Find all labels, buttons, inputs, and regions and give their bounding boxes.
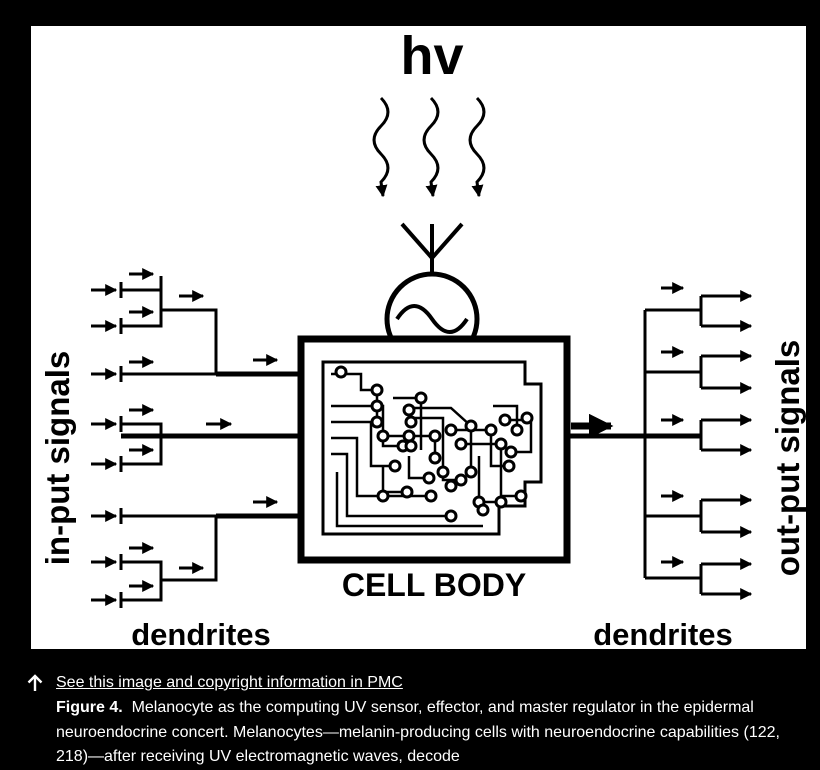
input-dendrites bbox=[119, 276, 301, 608]
figure-image[interactable]: hv bbox=[31, 26, 806, 649]
caption-body: Melanocyte as the computing UV sensor, e… bbox=[56, 699, 780, 765]
figure-caption-area: See this image and copyright information… bbox=[24, 672, 804, 770]
output-arrows bbox=[661, 282, 685, 568]
up-arrow-icon bbox=[27, 674, 43, 691]
right-dendrites-label: dendrites bbox=[593, 617, 733, 649]
cell-body-label: CELL BODY bbox=[342, 567, 526, 603]
photon-label: hv bbox=[400, 26, 463, 86]
pmc-image-link[interactable]: See this image and copyright information… bbox=[56, 674, 403, 691]
input-arrows bbox=[91, 268, 279, 606]
uv-waves bbox=[372, 96, 486, 198]
left-dendrites-label: dendrites bbox=[131, 617, 271, 649]
cell-body-box bbox=[297, 335, 571, 564]
output-dendrites bbox=[643, 290, 753, 600]
output-signals-label: out-put signals bbox=[769, 340, 806, 576]
input-signals-label: in-put signals bbox=[39, 351, 76, 566]
pmc-link-row: See this image and copyright information… bbox=[24, 672, 804, 694]
melanocyte-diagram: hv bbox=[39, 26, 806, 649]
caption-text: Figure 4. Melanocyte as the computing UV… bbox=[56, 696, 804, 770]
figure-label: Figure 4. bbox=[56, 699, 123, 716]
output-main-arrow bbox=[567, 413, 645, 439]
